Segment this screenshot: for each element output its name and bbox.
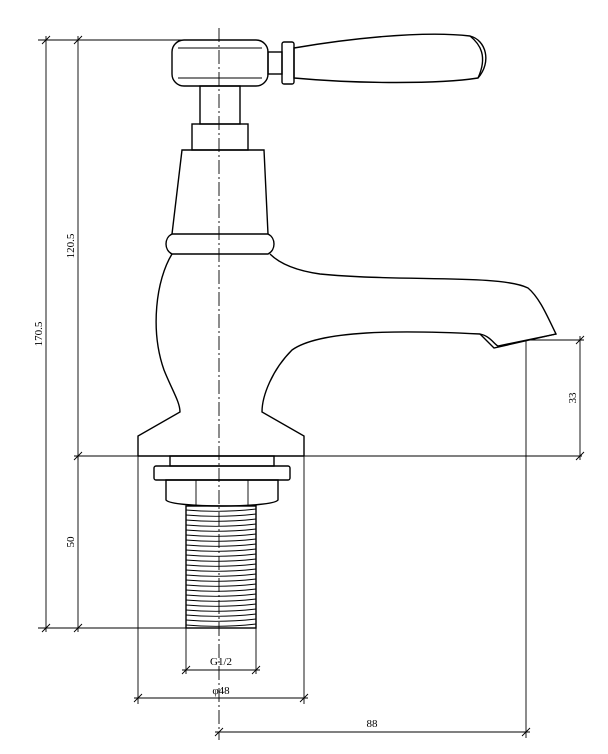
tail-outline [185,505,257,629]
thread-ridge [185,623,257,627]
lever-handle [171,33,487,87]
thread-ridge [185,543,257,547]
dim-tail-length-label: 50 [65,536,77,548]
thread-ridge [185,563,257,567]
thread-ridge [185,608,257,612]
back-nut [165,479,279,507]
washer [153,465,291,481]
collar-bead [165,233,275,255]
dim-base-diameter-label: φ48 [212,685,230,697]
dim-thread-size-label: G1/2 [210,656,232,668]
thread-ridge [185,528,257,532]
body-spout [137,253,558,456]
dim-body-height-label: 120.5 [65,233,77,258]
dim-base-diameter: φ48 [133,456,309,704]
thread-ridge [185,618,257,622]
thread-ridge [185,568,257,572]
thread-ridge [185,598,257,602]
dim-spout-height: 33 [526,335,585,461]
handle-hub [171,39,269,87]
dim-overall-height: 170.5 [33,35,220,633]
lever-collar [267,51,283,75]
thread-ridge [185,613,257,617]
thread-ridge [185,513,257,517]
tap-body [137,149,558,457]
dim-overall-height-label: 170.5 [33,321,45,346]
threaded-tail [185,505,257,629]
dim-tail-length: 50 [65,456,83,633]
dim-body-height: 120.5 [65,35,83,461]
thread-ridge [185,533,257,537]
thread-ridge [185,603,257,607]
thread-ridge [185,518,257,522]
thread-ridge [185,558,257,562]
fixing-assembly [153,455,291,507]
lever-arm [293,33,487,84]
thread-ridge [185,593,257,597]
thread-lines [185,508,257,627]
dim-spout-height-label: 33 [567,392,579,404]
shroud [171,149,269,235]
thread-ridge [185,523,257,527]
spout-tip [479,333,557,349]
thread-ridge [185,553,257,557]
thread-ridge [185,578,257,582]
thread-ridge [185,538,257,542]
stem [191,85,249,151]
dim-thread-size: G1/2 [181,628,261,675]
thread-ridge [185,548,257,552]
thread-ridge [185,583,257,587]
washer-top [169,455,275,467]
dim-reach-label: 88 [367,718,379,730]
thread-ridge [185,573,257,577]
stem-nut [191,123,249,151]
lever-ring [281,41,295,85]
dim-reach: 88 [214,340,531,738]
thread-ridge [185,588,257,592]
stem-upper [199,85,241,125]
thread-ridge [185,508,257,512]
